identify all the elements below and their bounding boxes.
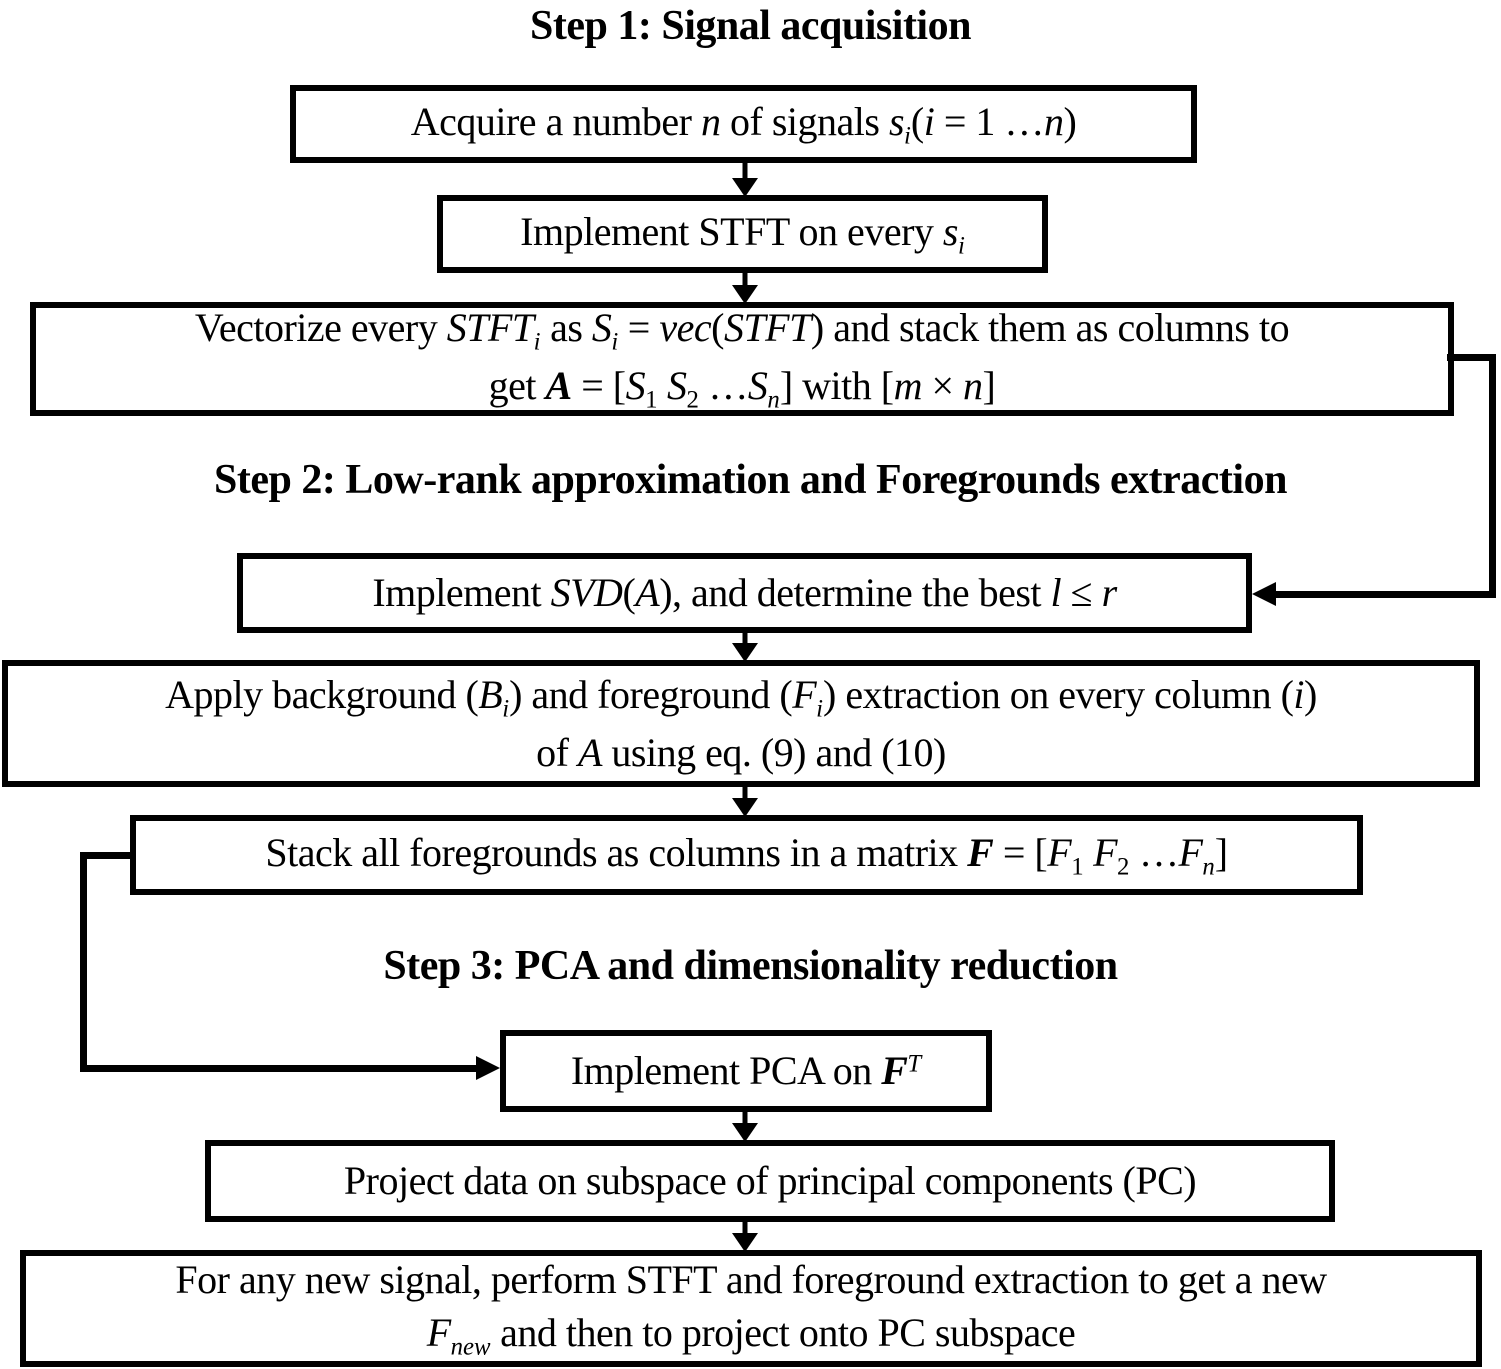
connector-stub <box>1447 354 1496 361</box>
arrow-shaft <box>742 271 748 286</box>
arrow-head-icon <box>732 643 758 662</box>
flow-box-implement-pca-text: Implement PCA on FT <box>570 1048 922 1094</box>
flow-box-acquire-signals: Acquire a number n of signals si(i = 1 …… <box>290 85 1197 163</box>
connector-vertical <box>1489 354 1496 598</box>
flow-box-stack-foregrounds: Stack all foregrounds as columns in a ma… <box>130 815 1363 895</box>
heading-step-3: Step 3: PCA and dimensionality reduction <box>383 943 1118 989</box>
heading-step-1: Step 1: Signal acquisition <box>530 3 971 49</box>
flow-box-background-foreground-extraction: Apply background (Bi) and foreground (Fi… <box>2 660 1480 787</box>
flow-box-implement-stft-text: Implement STFT on every si <box>520 209 965 260</box>
arrow-head-icon <box>732 1123 758 1142</box>
flow-box-stack-foregrounds-text: Stack all foregrounds as columns in a ma… <box>265 830 1228 881</box>
flow-box-implement-svd: Implement SVD(A), and determine the best… <box>237 553 1252 633</box>
flow-box-acquire-signals-text: Acquire a number n of signals si(i = 1 …… <box>410 99 1077 150</box>
flow-box-project-subspace-text: Project data on subspace of principal co… <box>343 1158 1197 1204</box>
flow-box-background-foreground-extraction-text: Apply background (Bi) and foreground (Fi… <box>165 671 1317 775</box>
flow-box-vectorize-stack-text: Vectorize every STFTi as Si = vec(STFT) … <box>194 305 1290 414</box>
arrow-shaft <box>742 1110 748 1124</box>
connector-stub <box>80 852 136 859</box>
flow-box-vectorize-stack: Vectorize every STFTi as Si = vec(STFT) … <box>30 302 1454 416</box>
arrow-project-to-newsignal-icon <box>732 1220 758 1252</box>
connector-arrow-head-icon <box>476 1056 500 1080</box>
flow-box-implement-stft: Implement STFT on every si <box>437 195 1048 273</box>
arrow-head-icon <box>732 1233 758 1252</box>
arrow-shaft <box>742 161 748 179</box>
heading-step-2: Step 2: Low-rank approximation and Foreg… <box>214 457 1287 503</box>
connector-horizontal <box>80 1065 478 1072</box>
arrow-svd-to-extraction-icon <box>732 631 758 662</box>
flow-box-project-subspace: Project data on subspace of principal co… <box>205 1140 1335 1222</box>
arrow-pca-to-project-icon <box>732 1110 758 1142</box>
arrow-shaft <box>742 785 748 799</box>
connector-horizontal <box>1274 591 1496 598</box>
arrow-stft-to-vectorize-icon <box>732 271 758 304</box>
arrow-extraction-to-stack-icon <box>732 785 758 817</box>
arrow-head-icon <box>732 798 758 817</box>
arrow-acquire-to-stft-icon <box>732 161 758 197</box>
flow-box-new-signal: For any new signal, perform STFT and for… <box>20 1250 1482 1367</box>
arrow-shaft <box>742 631 748 644</box>
flow-box-implement-pca: Implement PCA on FT <box>500 1030 992 1112</box>
arrow-head-icon <box>732 178 758 197</box>
arrow-head-icon <box>732 285 758 304</box>
connector-arrow-head-icon <box>1252 582 1276 606</box>
arrow-shaft <box>742 1220 748 1234</box>
flow-box-implement-svd-text: Implement SVD(A), and determine the best… <box>372 570 1117 616</box>
connector-vertical <box>80 852 87 1072</box>
flow-box-new-signal-text: For any new signal, perform STFT and for… <box>175 1256 1327 1362</box>
